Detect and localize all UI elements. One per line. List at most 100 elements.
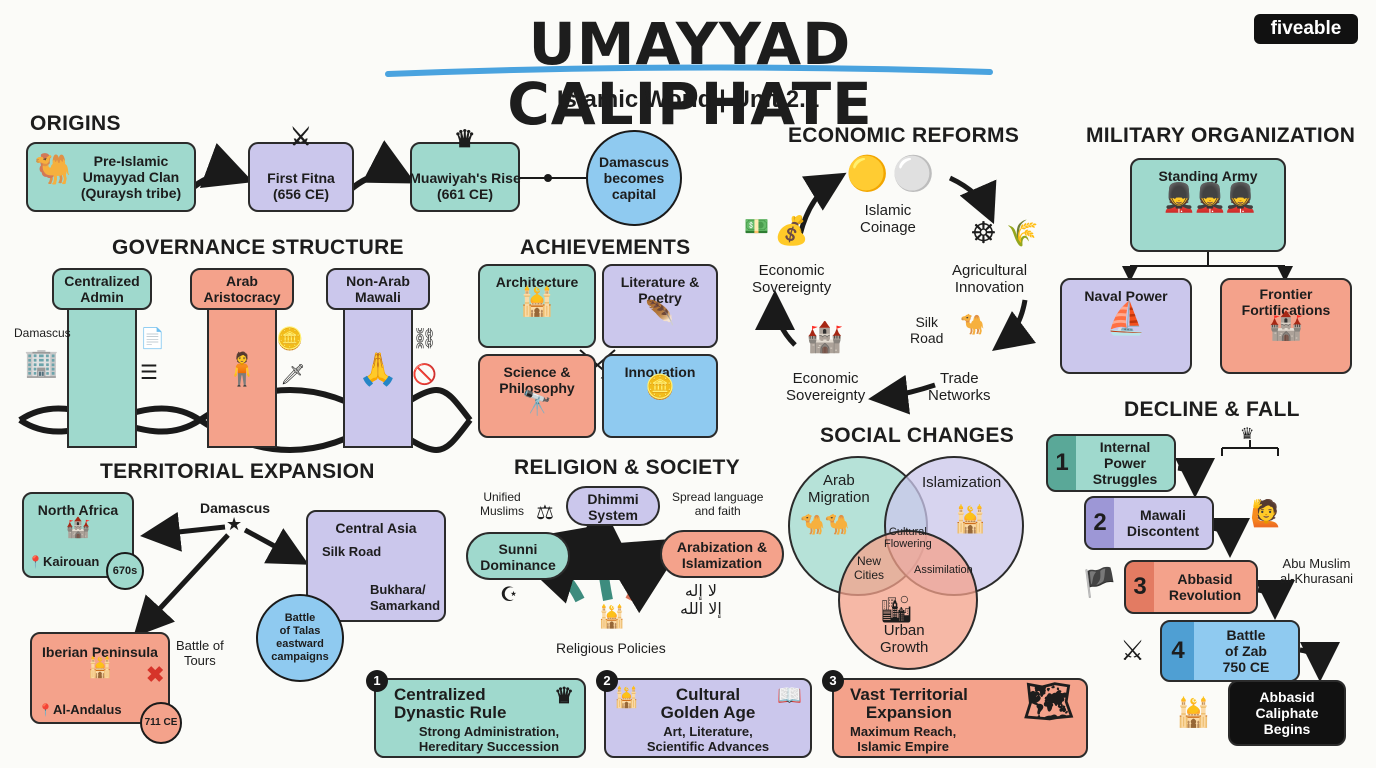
brand-logo: fiveable bbox=[1254, 14, 1358, 44]
summary-badge-2: 2 bbox=[596, 670, 618, 692]
venn-overlap-cities: New Cities bbox=[854, 554, 885, 582]
military-label: Standing Army bbox=[1158, 168, 1258, 184]
pillar-cap: Non-Arab Mawali bbox=[326, 268, 430, 310]
decline-step-3: 3 Abbasid Revolution bbox=[1124, 560, 1258, 614]
city-name: Al-Andalus bbox=[52, 702, 122, 717]
damascus-capital-badge: Damascus becomes capital bbox=[586, 130, 682, 226]
military-label: Naval Power bbox=[1084, 288, 1168, 304]
origins-step-muawiyah: ♛ Muawiyah's Rise (661 CE) bbox=[409, 128, 521, 212]
achievement-label: Science & Philosophy bbox=[499, 364, 575, 396]
pillar-cap: Arab Aristocracy bbox=[190, 268, 294, 310]
city-buildings-icon: 🏙 bbox=[880, 594, 914, 624]
person-icon: 🧍 bbox=[222, 351, 262, 387]
sunni-label: Sunni Dominance bbox=[480, 541, 556, 573]
city-buildings-icon: 🏢 bbox=[24, 347, 59, 378]
prohibited-icon: 🚫 bbox=[412, 364, 437, 386]
decline-step-4: 4 Battle of Zab 750 CE bbox=[1160, 620, 1300, 682]
summary-card-3: Vast Territorial Expansion Maximum Reach… bbox=[832, 678, 1088, 758]
venn-overlap-assimilation: Assimilation bbox=[914, 564, 973, 576]
step-label: Mawali Discontent bbox=[1114, 498, 1212, 548]
arabization-label: Arabization & Islamization bbox=[676, 539, 768, 571]
money-bag-icon: 💰 bbox=[774, 215, 809, 246]
religion-heading: RELIGION & SOCIETY bbox=[514, 456, 740, 479]
document-icon: 📄 bbox=[140, 328, 165, 350]
banknote-icon: 💵 bbox=[744, 216, 769, 238]
camel-icon: 🐪🐪 bbox=[800, 514, 850, 536]
pillar-label: Centralized Admin bbox=[64, 273, 140, 305]
pillar-label: Non-Arab Mawali bbox=[346, 273, 410, 305]
pillar-cap: Centralized Admin bbox=[52, 268, 152, 310]
pillar-shaft: 🙏 bbox=[343, 310, 413, 448]
page-title: UMAYYAD CALIPHATE bbox=[507, 10, 873, 138]
military-heading: MILITARY ORGANIZATION bbox=[1086, 124, 1356, 147]
crown-icon: ♛ bbox=[1240, 426, 1255, 443]
coin-icon: 🪙 bbox=[276, 326, 304, 351]
summary-card-1: Centralized Dynastic Rule Strong Adminis… bbox=[374, 678, 586, 758]
crossed-swords-icon: ⚔ bbox=[1120, 635, 1146, 666]
economic-heading: ECONOMIC REFORMS bbox=[788, 124, 1020, 147]
mosque-icon: 🕌 bbox=[598, 604, 626, 629]
summary-desc: Strong Administration, Hereditary Succes… bbox=[418, 724, 560, 754]
soldiers-icon: 💂💂💂 bbox=[1161, 182, 1259, 213]
venn-circle-urban bbox=[838, 530, 978, 670]
venn-label-urban: Urban Growth bbox=[880, 622, 929, 656]
step-label: Battle of Zab 750 CE bbox=[1194, 622, 1298, 680]
sunni-dominance-bubble: Sunni Dominance bbox=[466, 532, 570, 580]
economic-node-coinage: Islamic Coinage bbox=[860, 202, 916, 236]
achievements-heading: ACHIEVEMENTS bbox=[520, 236, 691, 259]
x-mark-icon: ✖ bbox=[146, 662, 165, 687]
pillar-shaft: 🧍 bbox=[207, 310, 277, 448]
book-icon: 📖 bbox=[777, 685, 802, 707]
step-number: 3 bbox=[1133, 573, 1147, 600]
crown-icon: ♛ bbox=[454, 126, 476, 153]
military-standing-army: Standing Army 💂💂💂 bbox=[1130, 158, 1286, 252]
military-frontier: Frontier Fortifications 🏰 bbox=[1220, 278, 1352, 374]
pillar-centralized: Centralized Admin bbox=[52, 268, 152, 448]
abu-muslim-label: Abu Muslim al-Khurasani bbox=[1280, 556, 1353, 586]
world-map-icon: 🗺 bbox=[1023, 680, 1074, 724]
battle-of-tours-label: Battle of Tours bbox=[176, 638, 224, 668]
silver-coin-icon: ⚪ bbox=[892, 155, 935, 193]
summary-title: Cultural Golden Age bbox=[660, 685, 756, 722]
date-badge-711: 711 CE bbox=[140, 702, 182, 744]
date-badge-670s: 670s bbox=[106, 552, 144, 590]
decline-step-2: 2 Mawali Discontent bbox=[1084, 496, 1214, 550]
gold-coin-icon: 🟡 bbox=[846, 155, 889, 193]
religious-policies-label: Religious Policies bbox=[556, 640, 666, 656]
arabic-calligraphy: لا إله إلا الله bbox=[680, 581, 722, 618]
star-icon: ★ bbox=[226, 514, 243, 534]
summary-card-2: Cultural Golden Age Art, Literature, Sci… bbox=[604, 678, 812, 758]
economic-node-sovereignty-bottom: Economic Sovereignty bbox=[786, 370, 866, 404]
page-subtitle: Islamic World | Unit 2.1 bbox=[556, 86, 820, 113]
decline-step-1: 1 Internal Power Struggles bbox=[1046, 434, 1176, 492]
black-flag-icon: 🏴 bbox=[1082, 567, 1117, 598]
crescent-icon: ☪ bbox=[500, 584, 518, 606]
fort-icon: 🏰 bbox=[65, 517, 91, 539]
venn-label-migration: Arab Migration bbox=[808, 472, 870, 506]
origins-step-label: First Fitna (656 CE) bbox=[267, 170, 335, 202]
decline-heading: DECLINE & FALL bbox=[1124, 398, 1300, 421]
achievement-science: Science & Philosophy 🔭 bbox=[478, 354, 596, 438]
water-wheel-icon: ☸ bbox=[970, 217, 997, 250]
territorial-center-label: Damascus bbox=[200, 500, 271, 516]
location-pin-icon: 📍Al-Andalus bbox=[38, 702, 122, 717]
spread-language-label: Spread language and faith bbox=[672, 490, 764, 518]
telescope-icon: 🔭 bbox=[522, 390, 552, 417]
castle-money-icon: 🏰 bbox=[806, 321, 844, 354]
region-central-asia: Central Asia Silk Road Bukhara/ Samarkan… bbox=[306, 510, 446, 622]
battle-of-talas-badge: Battle of Talas eastward campaigns bbox=[256, 594, 344, 682]
date-text: 711 CE bbox=[144, 717, 178, 728]
achievement-literature: Literature & Poetry 🪶 bbox=[602, 264, 718, 348]
talas-text: Battle of Talas eastward campaigns bbox=[271, 612, 329, 663]
crossed-swords-icon: ⚔ bbox=[290, 124, 312, 151]
quill-icon: 🪶 bbox=[645, 300, 675, 327]
summary-desc: Maximum Reach, Islamic Empire bbox=[850, 724, 957, 754]
city-name: Bukhara/ Samarkand bbox=[370, 582, 441, 613]
scales-icon: ⚖ bbox=[536, 502, 554, 524]
mosque-icon: 🕌 bbox=[87, 657, 113, 679]
step-number: 2 bbox=[1093, 509, 1107, 536]
region-name: North Africa bbox=[37, 502, 119, 518]
pillar-aristocracy: Arab Aristocracy 🧍 bbox=[190, 268, 294, 448]
step-number: 1 bbox=[1055, 449, 1069, 476]
camel-icon: 🐫 bbox=[34, 153, 72, 186]
